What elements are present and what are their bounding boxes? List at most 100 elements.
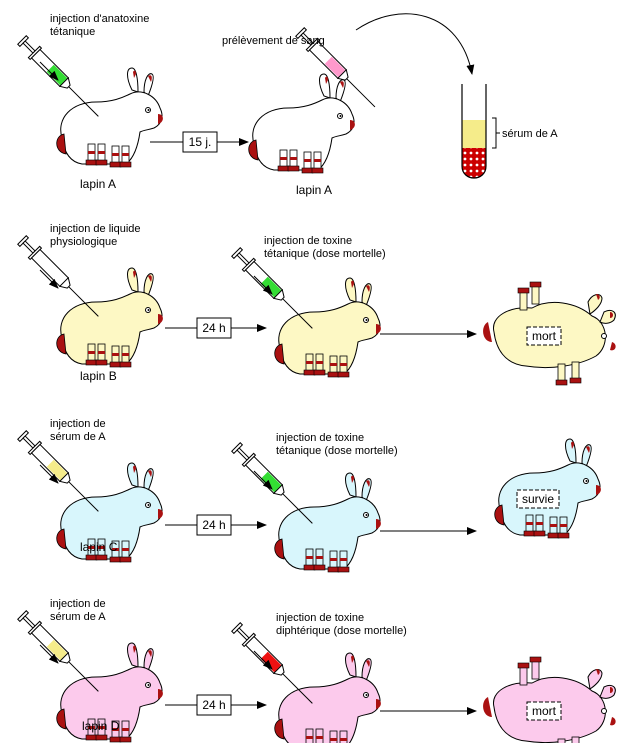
rabbit-ear [345, 652, 357, 678]
delay-box-text: 24 h [202, 321, 225, 335]
blood-sampling-syringe [295, 27, 376, 108]
rabbit-nose [596, 485, 601, 495]
outcome-label-frame [516, 489, 560, 509]
rabbit-tail [274, 343, 285, 365]
delay-box-text: 24 h [202, 518, 225, 532]
rabbit-ear [599, 684, 616, 699]
tube-blood [462, 148, 486, 178]
syringe-fluid [46, 264, 68, 286]
delay-box-frame [196, 694, 232, 716]
injection2-label-line: tétanique (dose mortelle) [264, 248, 386, 260]
rabbit-tail [56, 333, 67, 355]
rabbit-eye [601, 333, 607, 339]
rabbit-ear-inner [586, 446, 590, 453]
rabbit-body [278, 301, 381, 375]
rabbit-paw [529, 656, 542, 663]
delay-box-text: 24 h [202, 698, 225, 712]
rabbit-before [56, 642, 163, 743]
rabbit-paw [557, 532, 570, 539]
injection2-label-line: injection de toxine [276, 612, 364, 624]
rabbit-paw [119, 361, 132, 368]
rabbit-ear [565, 438, 577, 464]
injection1-label-line: tétanique [50, 26, 95, 38]
injection2-syringe [231, 247, 313, 329]
rabbit-ear-inner [148, 275, 152, 282]
syringe-needle [68, 286, 99, 317]
syringe-needle [346, 78, 376, 108]
syringe-tip [272, 483, 285, 496]
rabbit-leg-band [98, 546, 105, 549]
rabbit-paw [95, 159, 108, 166]
rabbit-ear [127, 462, 139, 488]
rabbit-paw [95, 734, 108, 741]
rabbit-leg-band [112, 728, 119, 731]
injection1-label-line: physiologique [50, 236, 117, 248]
rabbit-ear-inner [571, 441, 574, 449]
rabbit-body [60, 91, 163, 165]
rabbit-ear-inner [133, 270, 136, 278]
delay-box-text: 15 j. [189, 135, 212, 149]
rabbit-ear-inner [133, 465, 136, 473]
rabbit-paw [517, 287, 530, 294]
rabbit-paw [313, 564, 326, 571]
delay-box: 24 h [196, 694, 232, 716]
rabbit-pupil [365, 514, 368, 516]
injection2-label-line: diphtérique (dose mortelle) [276, 625, 407, 637]
rabbit-ear-inner [351, 655, 354, 663]
rabbit-ear-inner [366, 660, 370, 667]
rabbit-tail [56, 133, 67, 155]
rabbit-ear [319, 73, 331, 99]
injection1-syringe [17, 35, 99, 117]
rabbit-leg-band [340, 363, 347, 366]
injection1-label-line: injection d'anatoxine [50, 13, 149, 25]
rabbit-leg-band [536, 522, 543, 525]
syringe-tip [58, 76, 71, 89]
rabbit-nose [376, 324, 381, 334]
rabbit-leg-band [122, 153, 129, 156]
injection2-arrow [253, 275, 273, 295]
rabbit-before [56, 67, 163, 168]
rabbit-leg-band [112, 353, 119, 356]
rabbit-ear-inner [366, 285, 370, 292]
rabbit-label: lapin D [82, 719, 120, 733]
rabbit-leg-band [88, 726, 95, 729]
syringe-tip [58, 471, 71, 484]
rabbit-ear [127, 642, 139, 668]
syringe-tip [58, 276, 71, 289]
rabbit-paw [109, 361, 122, 368]
rabbit-paw [337, 566, 350, 573]
syringe-tip [272, 663, 285, 676]
rabbit-nose [158, 689, 163, 699]
rabbit-paw [337, 371, 350, 378]
injection1-syringe [17, 610, 99, 692]
rabbit-tail [56, 708, 67, 730]
injection1-arrow [39, 269, 59, 289]
rabbit-leg [571, 736, 580, 743]
rabbit-leg-band [330, 363, 337, 366]
rabbit-leg-band [560, 524, 567, 527]
rabbit-after [248, 73, 355, 174]
rabbit-leg-band [304, 159, 311, 162]
tube-serum [462, 120, 486, 148]
rabbit-paw [277, 165, 290, 172]
rabbit-paw [119, 161, 132, 168]
syringe-plunger-rod [22, 240, 36, 254]
rabbit2-label: lapin A [296, 183, 332, 197]
outcome-label-text: mort [532, 704, 557, 718]
rabbit-leg [339, 730, 348, 743]
rabbit-ear [345, 472, 357, 498]
injection2-arrow [253, 650, 273, 670]
rabbit-after [274, 652, 381, 743]
syringe-tip [272, 288, 285, 301]
rabbit-leg-band [306, 556, 313, 559]
rabbit-leg [531, 285, 540, 305]
rabbit-leg [329, 730, 338, 743]
rabbit-before [56, 462, 163, 563]
syringe-plunger-rod [236, 447, 250, 461]
rabbit-leg [557, 738, 566, 743]
rabbit-ear [587, 294, 603, 315]
